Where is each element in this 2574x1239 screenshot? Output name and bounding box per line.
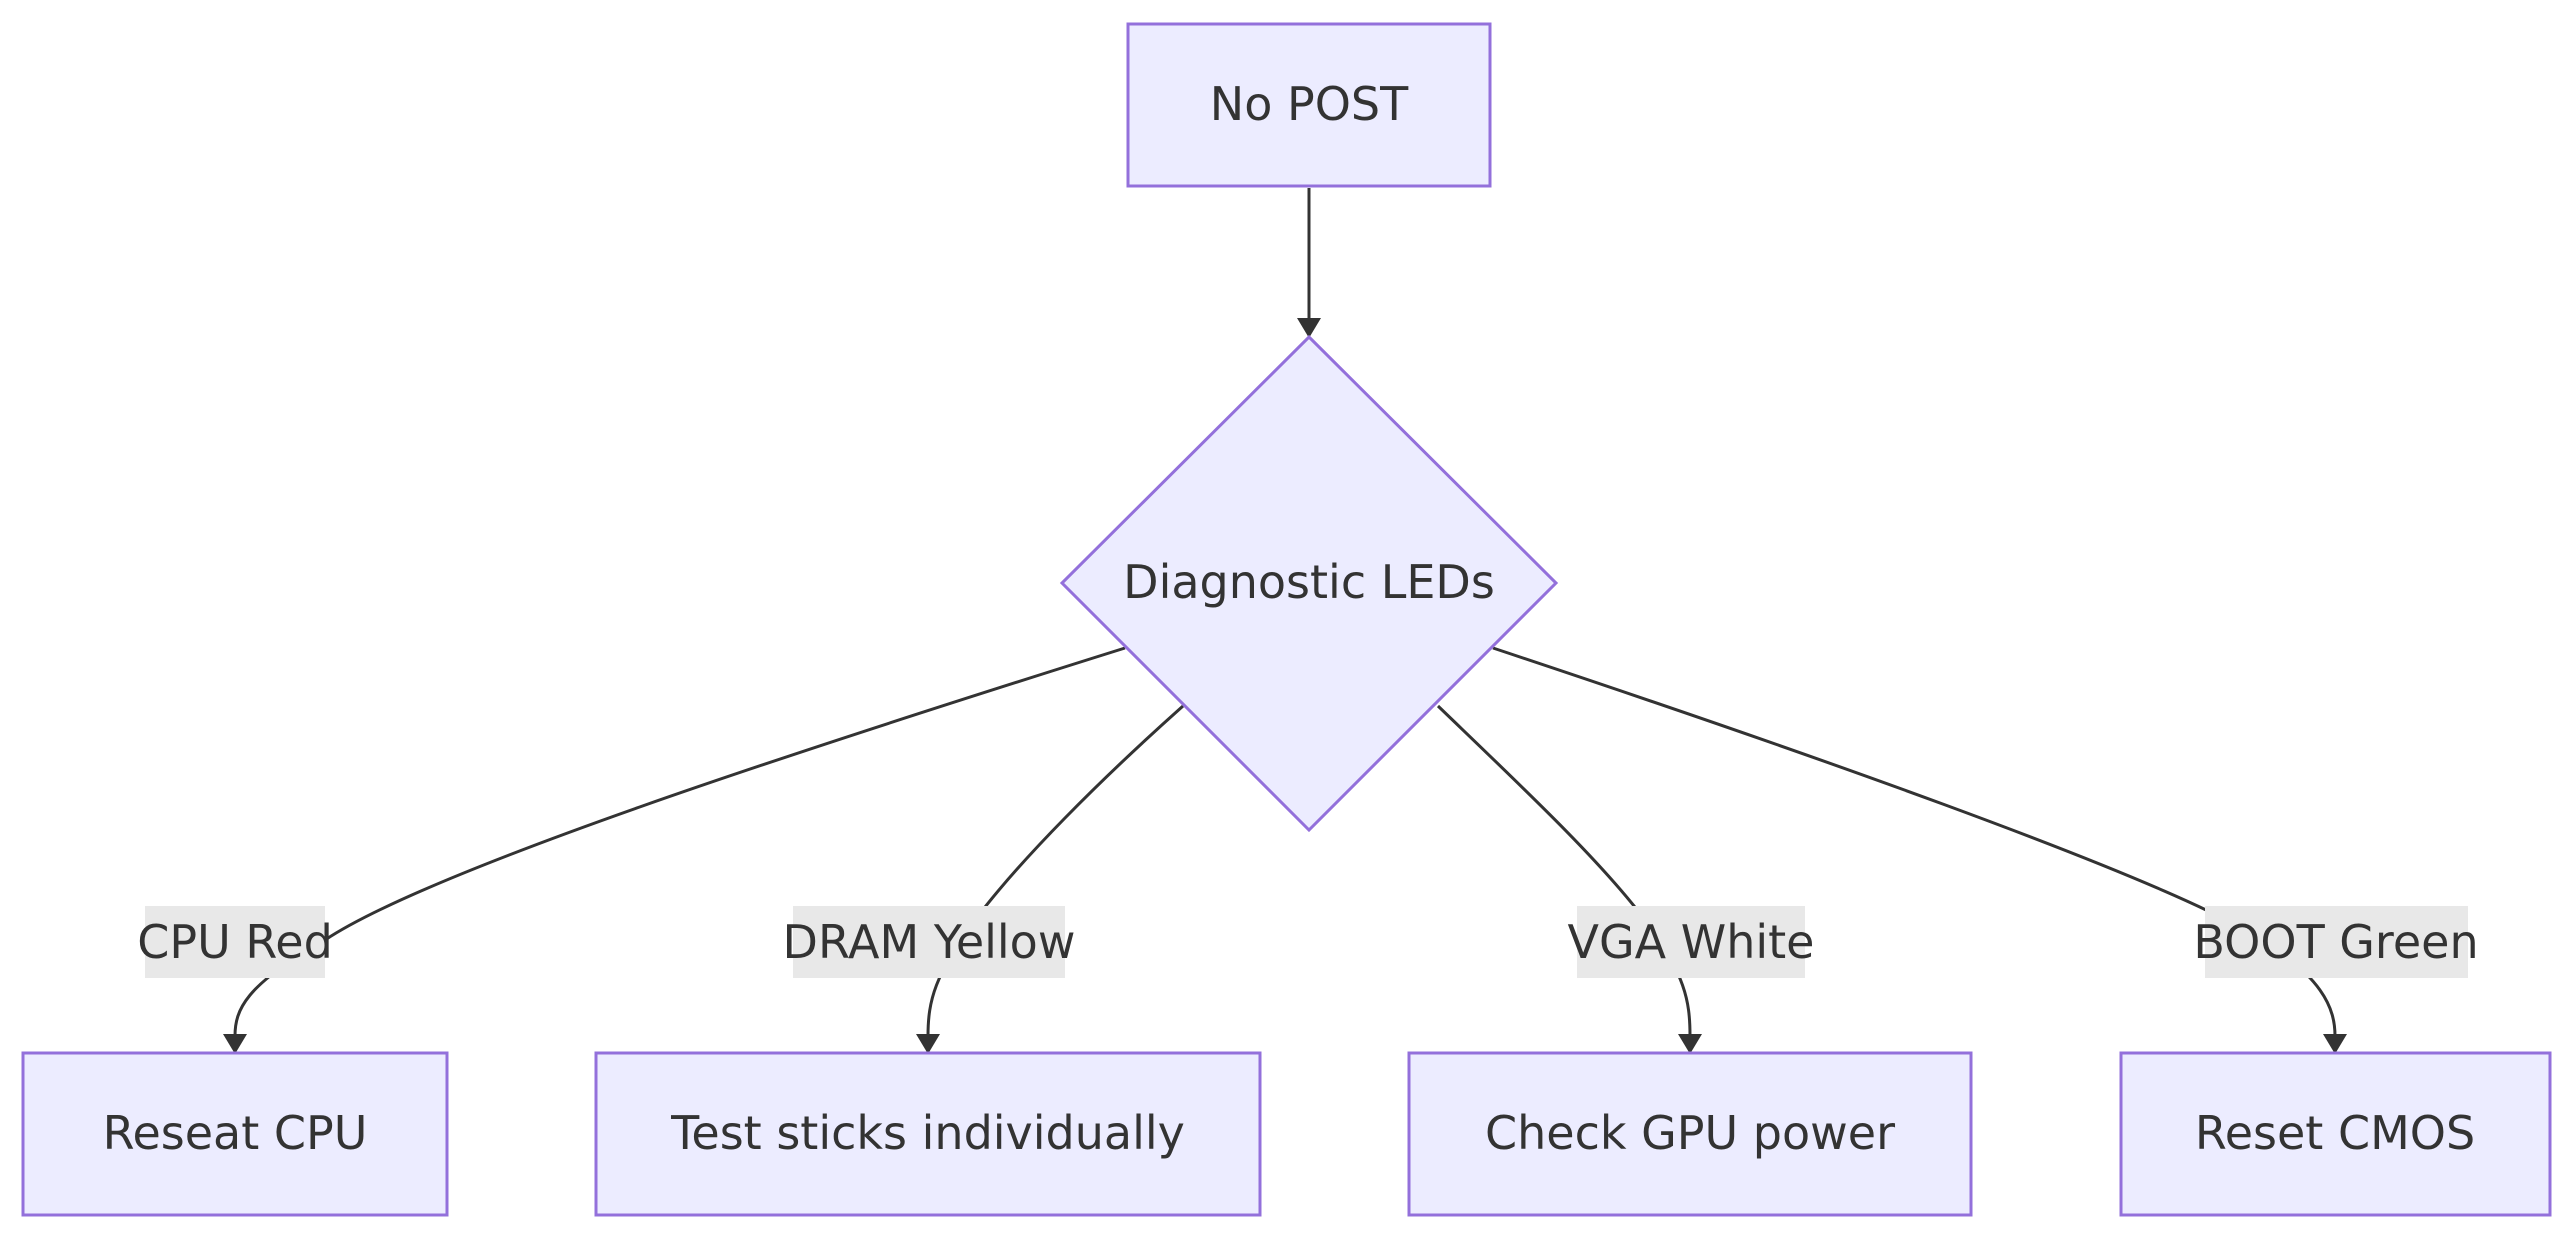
edge-label-vga: VGA White xyxy=(1568,906,1815,978)
arrowhead-dram xyxy=(916,1034,940,1054)
arrowhead-vga xyxy=(1678,1034,1702,1054)
node-no-post-label: No POST xyxy=(1210,77,1409,131)
node-reseat-cpu-label: Reseat CPU xyxy=(103,1106,368,1160)
edge-label-dram-text: DRAM Yellow xyxy=(783,915,1076,969)
edge-label-cpu-text: CPU Red xyxy=(137,915,333,969)
nodes: No POST Diagnostic LEDs Reseat CPU Test … xyxy=(21,22,2552,1217)
node-reset-cmos: Reset CMOS xyxy=(2119,1051,2552,1217)
node-test-sticks: Test sticks individually xyxy=(594,1051,1262,1217)
edge-labels: CPU Red DRAM Yellow VGA White BOOT Green xyxy=(137,906,2479,978)
node-reseat-cpu: Reseat CPU xyxy=(21,1051,449,1217)
edge-decision-to-boot xyxy=(1492,646,2337,1037)
node-no-post: No POST xyxy=(1126,22,1492,188)
edge-label-vga-text: VGA White xyxy=(1568,915,1815,969)
node-check-gpu-power: Check GPU power xyxy=(1407,1051,1973,1217)
edge-decision-to-dram xyxy=(926,704,1184,1037)
edge-label-boot-text: BOOT Green xyxy=(2193,915,2478,969)
edge-decision-to-vga xyxy=(1436,704,1692,1037)
node-check-gpu-power-label: Check GPU power xyxy=(1485,1106,1895,1160)
edge-label-cpu: CPU Red xyxy=(137,906,333,978)
arrowhead-decision xyxy=(1297,318,1321,338)
arrowhead-boot xyxy=(2323,1034,2347,1054)
edges xyxy=(223,188,2347,1054)
edge-label-dram: DRAM Yellow xyxy=(783,906,1076,978)
node-diagnostic-leds: Diagnostic LEDs xyxy=(1059,334,1559,833)
edge-label-boot: BOOT Green xyxy=(2193,906,2479,978)
arrowhead-cpu xyxy=(223,1034,247,1054)
node-diagnostic-leds-label: Diagnostic LEDs xyxy=(1123,555,1495,609)
node-reset-cmos-label: Reset CMOS xyxy=(2195,1106,2475,1160)
node-test-sticks-label: Test sticks individually xyxy=(670,1106,1185,1160)
edge-decision-to-cpu xyxy=(233,646,1126,1037)
